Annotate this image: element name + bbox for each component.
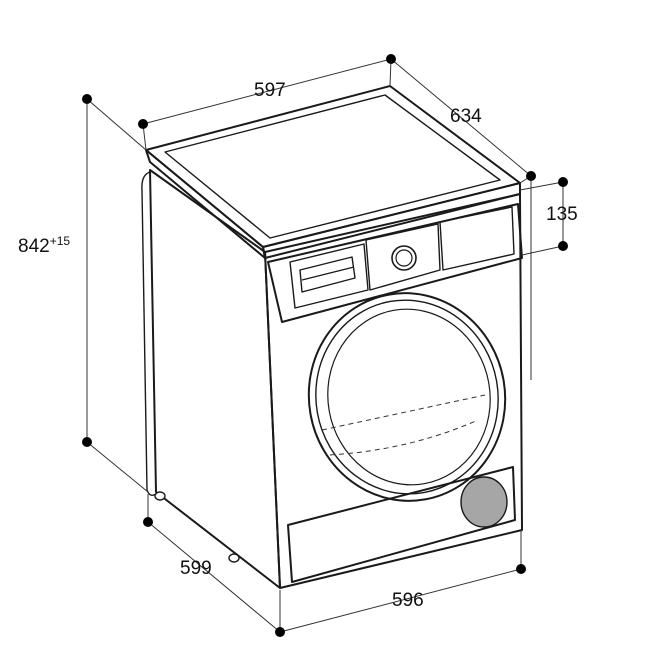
endpoint-dot	[386, 54, 396, 64]
appliance-body	[141, 85, 523, 589]
foot-left	[154, 491, 166, 501]
display-panel	[439, 206, 515, 271]
dimension-endpoints	[82, 54, 568, 637]
side-back-edge	[141, 171, 157, 497]
label-bottom-width: 596	[392, 590, 424, 611]
endpoint-dot	[82, 94, 92, 104]
drawer-handle	[299, 256, 356, 293]
program-panel	[365, 223, 441, 291]
plinth-panel	[287, 466, 516, 583]
door	[307, 292, 507, 502]
label-control-panel-height: 135	[546, 204, 578, 225]
endpoint-dot	[82, 437, 92, 447]
drawer-handle-line	[301, 266, 355, 281]
endpoint-dot	[516, 564, 526, 574]
label-top-width: 597	[254, 80, 286, 101]
endpoint-dot	[138, 119, 148, 129]
top-slab-side-edge	[145, 149, 266, 259]
top-inset	[164, 94, 501, 239]
drum-hidden-line	[321, 394, 486, 431]
label-height-adjust: +15	[50, 234, 71, 248]
top-slab-front-edge	[262, 182, 521, 259]
label-bottom-depth: 599	[180, 558, 212, 579]
filter-cover-icon	[460, 476, 508, 528]
drum-hidden-line-2	[329, 419, 479, 456]
program-knob-icon	[391, 245, 417, 271]
endpoint-dot	[275, 627, 285, 637]
label-height: 842+15	[18, 234, 70, 257]
endpoint-dot	[143, 517, 153, 527]
side-panel	[149, 169, 281, 589]
dimension-labels: 597 634 842+15 135 599 596	[18, 80, 578, 611]
endpoint-dot	[558, 177, 568, 187]
endpoint-dot	[526, 171, 536, 181]
label-top-depth: 634	[450, 106, 482, 127]
front-panel	[264, 193, 523, 589]
endpoint-dot	[558, 241, 568, 251]
foot-right	[228, 553, 240, 563]
label-height-main: 842	[18, 236, 50, 257]
control-panel	[267, 203, 523, 323]
detergent-drawer	[289, 243, 369, 309]
